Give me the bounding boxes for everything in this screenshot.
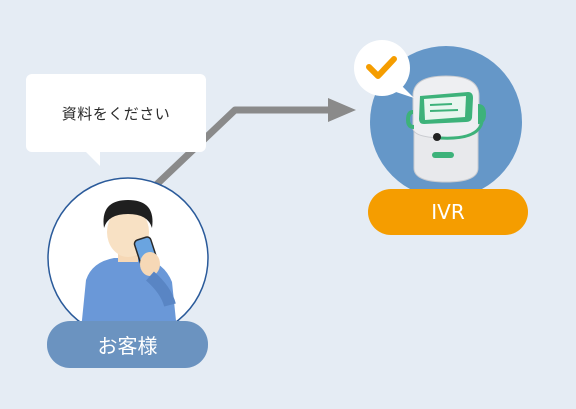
check-icon bbox=[366, 56, 397, 79]
ivr-label: IVR bbox=[368, 189, 528, 235]
check-badge bbox=[354, 40, 414, 98]
ivr-robot-node bbox=[370, 46, 522, 198]
customer-node bbox=[47, 177, 209, 339]
speech-bubble bbox=[26, 74, 206, 166]
customer-person-icon bbox=[80, 200, 178, 338]
customer-label: お客様 bbox=[47, 321, 208, 368]
speech-bubble-text: 資料をください bbox=[61, 104, 171, 123]
robot-icon bbox=[405, 75, 486, 183]
flow-arrow bbox=[152, 98, 356, 189]
